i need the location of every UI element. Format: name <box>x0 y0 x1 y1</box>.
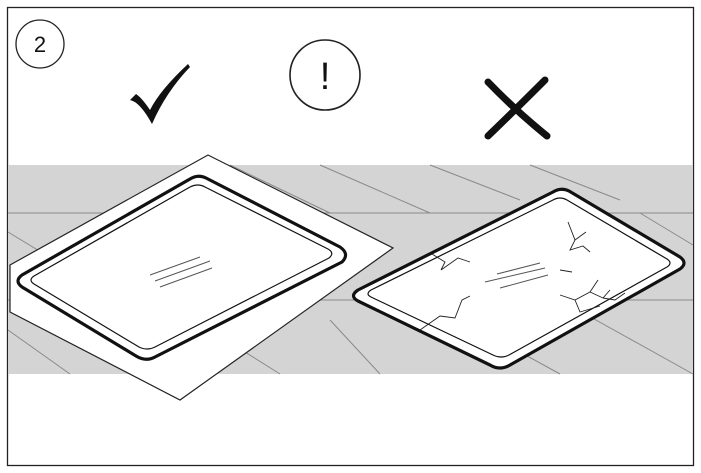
glass-reflection <box>484 262 549 289</box>
glass-reflection <box>149 256 213 288</box>
glass-cracks <box>419 221 626 331</box>
step-number: 2 <box>34 32 46 57</box>
exclamation-circle-icon: ! <box>289 39 361 111</box>
glass-tray-intact <box>16 174 348 361</box>
step-number-badge: 2 <box>15 19 65 69</box>
cross-icon <box>484 76 551 140</box>
checkmark-icon <box>130 64 190 124</box>
glass-tray-cracked <box>351 187 686 370</box>
notice-symbol: ! <box>320 56 331 98</box>
